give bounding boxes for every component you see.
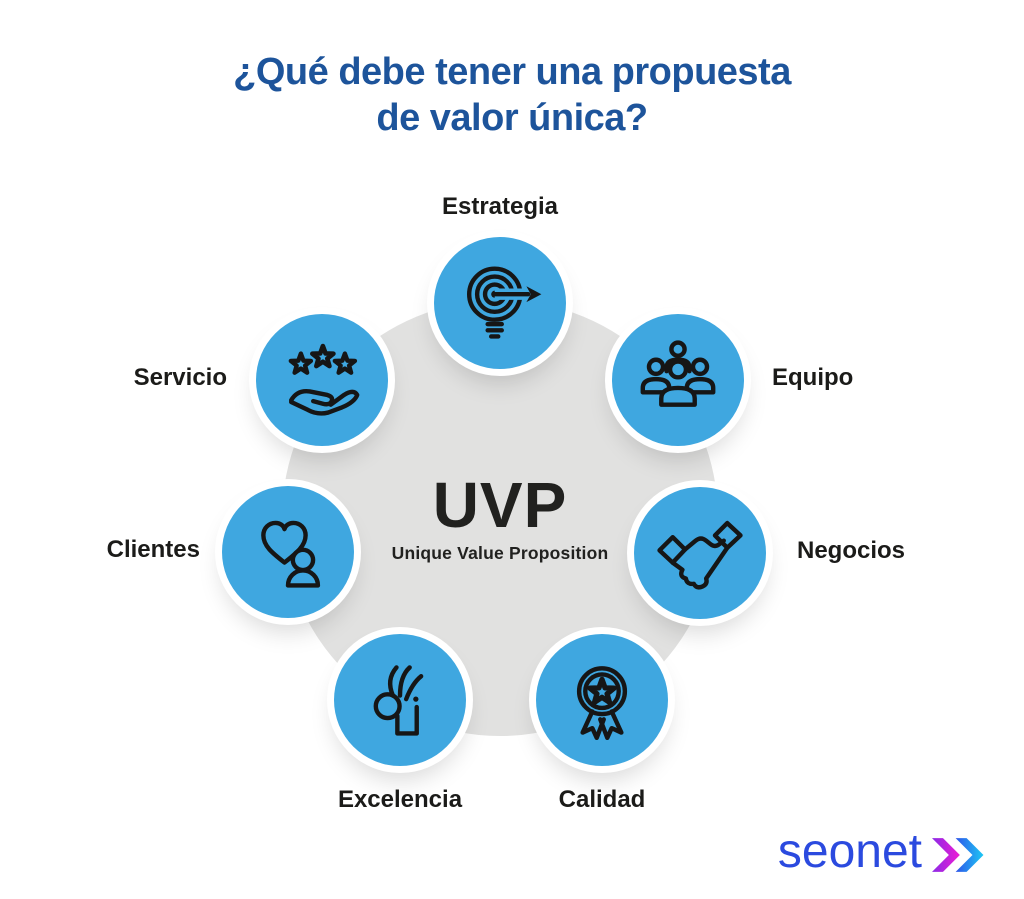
handshake-icon (657, 520, 743, 590)
label-estrategia: Estrategia (441, 193, 559, 220)
heart-person-icon (261, 520, 321, 588)
node-excelencia (334, 634, 466, 766)
page-title-line1: ¿Qué debe tener una propuesta (233, 51, 791, 93)
node-clientes (222, 486, 354, 618)
page-title: ¿Qué debe tener una propuesta de valor ú… (0, 50, 1024, 141)
label-calidad: Calidad (558, 786, 646, 813)
seonet-chevrons-icon (932, 838, 984, 872)
page-title-line2: de valor única? (376, 96, 648, 139)
hand-stars-icon (288, 343, 360, 416)
node-equipo (612, 314, 744, 446)
target-lightbulb-arrow-icon (467, 266, 542, 339)
label-negocios: Negocios (797, 537, 906, 564)
team-people-icon (640, 340, 716, 407)
ok-hand-icon (373, 665, 424, 736)
label-clientes: Clientes (106, 536, 200, 563)
label-equipo: Equipo (772, 364, 854, 391)
uvp-subtitle: Unique Value Proposition (391, 542, 609, 563)
node-negocios (634, 487, 766, 619)
uvp-acronym: UVP (432, 468, 568, 541)
node-servicio (256, 314, 388, 446)
label-servicio: Servicio (133, 364, 227, 391)
seonet-logo-text: seonet (777, 825, 922, 878)
seonet-logo: seonet (778, 828, 986, 876)
node-estrategia (434, 237, 566, 369)
node-calidad (536, 634, 668, 766)
label-excelencia: Excelencia (337, 786, 463, 813)
award-ribbon-star-icon (576, 666, 628, 741)
